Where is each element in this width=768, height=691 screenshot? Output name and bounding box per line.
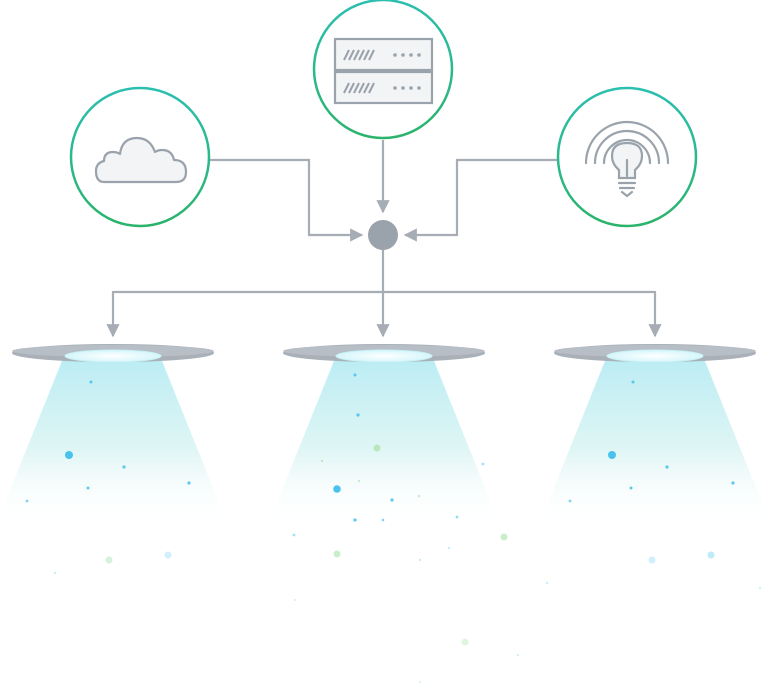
particle [447, 546, 451, 550]
particle [417, 494, 421, 498]
connector-cloud-to-hub [210, 158, 364, 242]
particle [608, 451, 616, 459]
particle [516, 653, 520, 657]
particle [105, 556, 113, 564]
particle [333, 485, 341, 493]
connectors-layer [106, 140, 662, 338]
disc-center [283, 344, 485, 363]
particle [187, 481, 191, 485]
particle [648, 556, 656, 564]
particle [293, 598, 297, 602]
cloud-icon [94, 136, 188, 184]
particle [461, 638, 469, 646]
particle [629, 486, 633, 490]
particle [357, 479, 361, 483]
disc-left [12, 344, 214, 363]
beams-layer [0, 356, 768, 525]
particle [500, 533, 508, 541]
particle [707, 551, 715, 559]
particle [356, 413, 360, 417]
particle [333, 550, 341, 558]
source-server-node [312, 0, 454, 140]
particle [89, 380, 93, 384]
particle [25, 499, 29, 503]
particle [353, 518, 357, 522]
particle [381, 518, 385, 522]
particle [320, 459, 324, 463]
particle [758, 586, 762, 590]
particle [455, 515, 459, 519]
particle [631, 380, 635, 384]
particle [65, 451, 73, 459]
particle [292, 533, 296, 537]
beam-left [0, 356, 228, 525]
particle [418, 680, 422, 684]
particle [665, 465, 669, 469]
particle [353, 373, 357, 377]
disc-right [554, 344, 756, 363]
connector-idea-to-hub [403, 158, 557, 242]
server-icon [333, 37, 434, 105]
particle [481, 462, 485, 466]
beam-right [539, 356, 768, 525]
particle [545, 581, 549, 585]
particle [122, 465, 126, 469]
discs-layer [12, 344, 756, 363]
source-cloud-node [69, 86, 211, 228]
source-idea-node [556, 86, 698, 228]
particle [53, 571, 57, 575]
particle [86, 486, 90, 490]
particle [373, 444, 381, 452]
particle [390, 498, 394, 502]
hub-node [368, 220, 398, 250]
particle [568, 499, 572, 503]
particle [164, 551, 172, 559]
beam-center [268, 356, 500, 525]
particle [418, 558, 422, 562]
particle [731, 481, 735, 485]
particles-layer [25, 373, 762, 684]
lightbulb-broadcast-icon [584, 120, 670, 198]
